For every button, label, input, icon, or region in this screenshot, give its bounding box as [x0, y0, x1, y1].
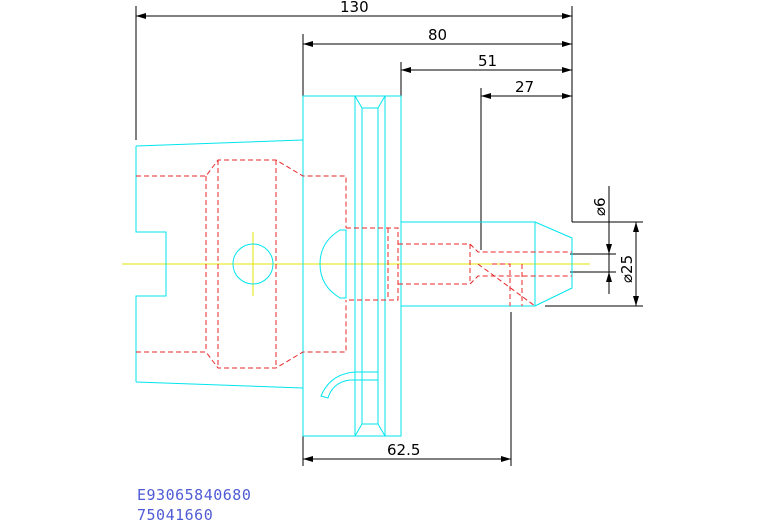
dimension-27: 27: [480, 78, 572, 250]
dimension-130: 130: [135, 0, 573, 222]
dimension-51-label: 51: [478, 52, 497, 70]
dimension-diameter-25-label: ⌀25: [618, 255, 636, 283]
part-code-primary: E93065840680: [137, 486, 252, 504]
dimension-diameter-25: ⌀25: [545, 221, 643, 307]
dimension-80-label: 80: [428, 26, 447, 44]
part-outline: [135, 95, 573, 437]
dimension-diameter-6: ⌀6: [570, 186, 616, 294]
dimension-51: 51: [400, 52, 572, 96]
hidden-lines: [136, 159, 572, 369]
part-code-secondary: 75041660: [137, 506, 214, 524]
dimension-62-5-label: 62.5: [387, 441, 420, 459]
dimension-62-5: 62.5: [302, 312, 512, 466]
centerlines: [122, 232, 590, 296]
dimension-130-label: 130: [340, 0, 369, 16]
dimension-diameter-6-label: ⌀6: [591, 197, 609, 216]
dimension-80: 80: [302, 26, 572, 96]
dimension-27-label: 27: [515, 78, 534, 96]
